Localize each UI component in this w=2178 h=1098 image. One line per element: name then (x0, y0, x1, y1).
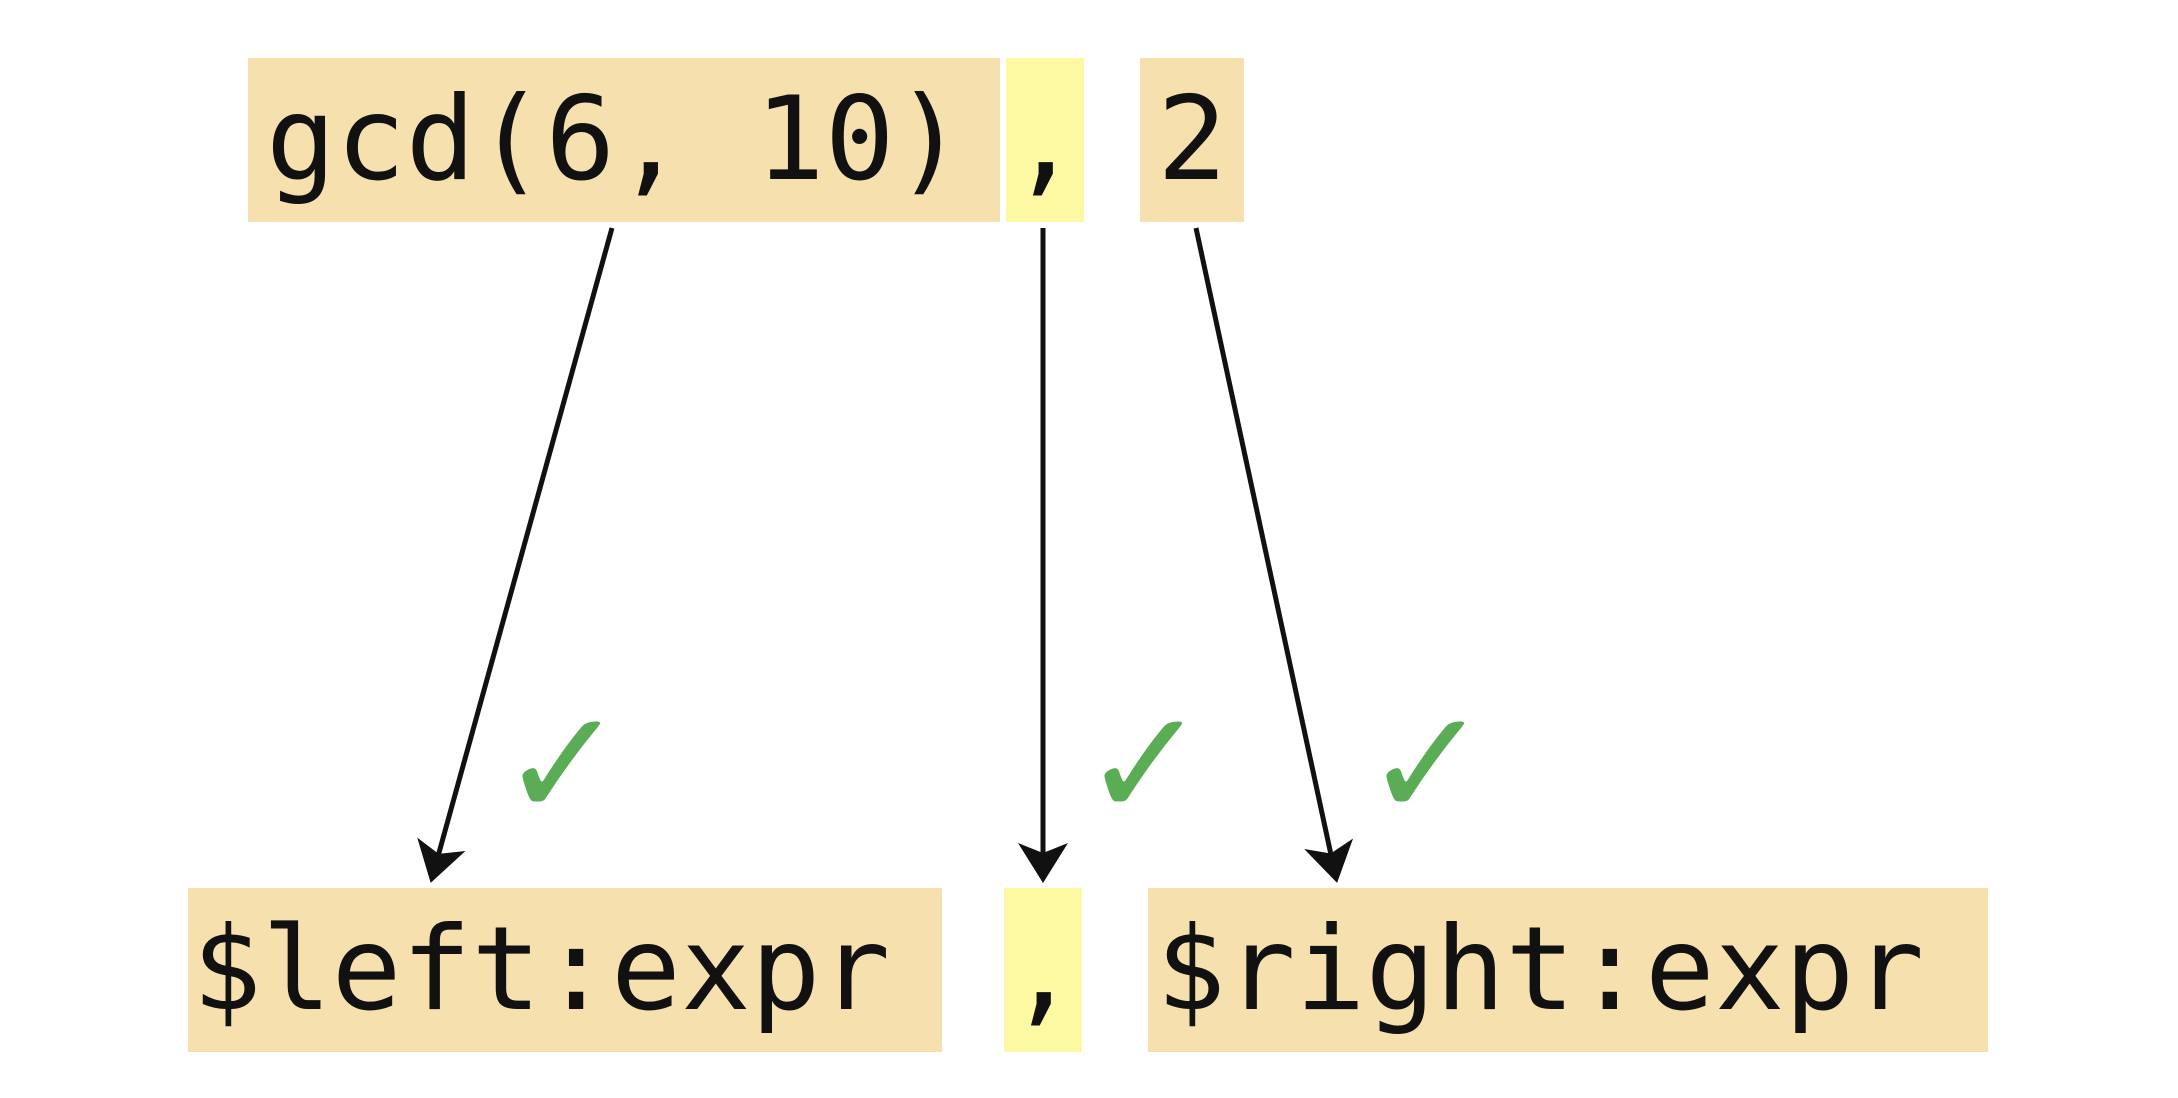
pattern-token-comma: , (1004, 888, 1082, 1052)
input-token-gcd: gcd(6, 10) (248, 58, 1000, 222)
input-token-two: 2 (1140, 58, 1244, 222)
checkmark-icon: ✓ (1364, 678, 1490, 852)
pattern-token-comma-text: , (1008, 902, 1078, 1037)
pattern-token-right-expr-text: $right:expr (1156, 902, 1925, 1037)
checkmark-icon: ✓ (1082, 678, 1208, 852)
checkmark-icon: ✓ (500, 678, 626, 852)
input-token-comma-text: , (1010, 72, 1080, 207)
pattern-token-left-expr-text: $left:expr (192, 902, 891, 1037)
input-token-gcd-text: gcd(6, 10) (266, 72, 965, 207)
match-arrow-left (417, 227, 615, 883)
pattern-token-left-expr: $left:expr (188, 888, 942, 1052)
match-arrow-right (1193, 227, 1354, 883)
pattern-token-right-expr: $right:expr (1148, 888, 1988, 1052)
input-token-two-text: 2 (1157, 72, 1227, 207)
input-token-comma: , (1006, 58, 1084, 222)
